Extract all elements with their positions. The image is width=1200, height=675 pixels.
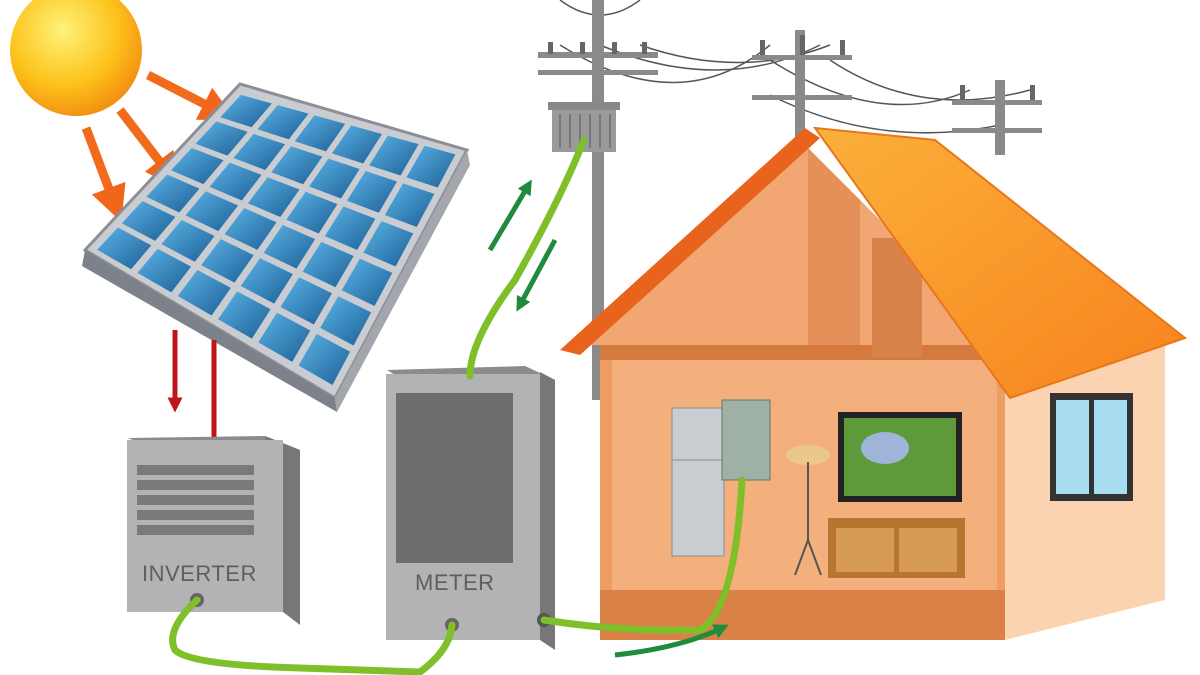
solar-cell bbox=[263, 224, 316, 269]
solar-cell bbox=[320, 296, 372, 346]
solar-cell bbox=[271, 146, 323, 185]
solar-cell bbox=[201, 239, 254, 283]
solar-cell bbox=[121, 200, 176, 241]
utility-pole bbox=[752, 30, 852, 140]
solar-cell bbox=[324, 206, 376, 251]
inverter-label: INVERTER bbox=[142, 561, 257, 586]
solar-cell bbox=[363, 221, 414, 267]
solar-cell bbox=[247, 177, 300, 218]
solar-cell bbox=[302, 241, 354, 288]
solar-cell bbox=[369, 135, 419, 176]
solar-cell bbox=[406, 145, 456, 188]
solar-cell bbox=[233, 133, 286, 170]
solar-cell bbox=[224, 208, 277, 250]
cables bbox=[169, 136, 746, 675]
solar-cell bbox=[240, 258, 293, 304]
solar-cell bbox=[177, 270, 231, 316]
cabinet bbox=[828, 518, 965, 578]
solar-cell bbox=[137, 248, 192, 293]
window bbox=[1050, 393, 1133, 501]
solar-panel bbox=[82, 82, 470, 412]
solar-cell bbox=[309, 158, 360, 199]
house bbox=[560, 126, 1188, 640]
solar-cell bbox=[97, 227, 152, 270]
solar-cell bbox=[294, 115, 346, 152]
solar-cell bbox=[286, 191, 338, 234]
meter-label: METER bbox=[415, 570, 495, 595]
solar-cell bbox=[257, 105, 309, 140]
solar-cell bbox=[331, 125, 382, 164]
television bbox=[838, 412, 962, 502]
solar-cell bbox=[195, 121, 248, 156]
solar-cell bbox=[384, 183, 435, 228]
sun-icon bbox=[10, 0, 142, 116]
breaker-box bbox=[721, 399, 771, 481]
inverter-box: INVERTER bbox=[127, 436, 300, 625]
solar-cell bbox=[298, 333, 351, 385]
solar-cell bbox=[341, 258, 393, 306]
utility-pole bbox=[538, 0, 658, 400]
solar-cell bbox=[347, 171, 398, 213]
solar-cell bbox=[146, 174, 200, 213]
solar-cell bbox=[209, 162, 262, 201]
refrigerator bbox=[671, 407, 725, 557]
utility-pole bbox=[952, 80, 1042, 155]
sun-ray-arrows bbox=[81, 70, 237, 222]
solar-cell bbox=[220, 94, 272, 128]
solar-cell bbox=[258, 312, 311, 362]
meter-box: METER bbox=[386, 366, 555, 650]
flow-arrows bbox=[487, 179, 729, 658]
solar-cell bbox=[185, 191, 239, 232]
solar-cell bbox=[161, 220, 215, 262]
solar-cell bbox=[280, 277, 333, 325]
solar-cell bbox=[171, 147, 224, 185]
floor-lamp bbox=[786, 445, 830, 576]
solar-cell bbox=[218, 291, 271, 339]
dc-arrows bbox=[167, 330, 217, 450]
